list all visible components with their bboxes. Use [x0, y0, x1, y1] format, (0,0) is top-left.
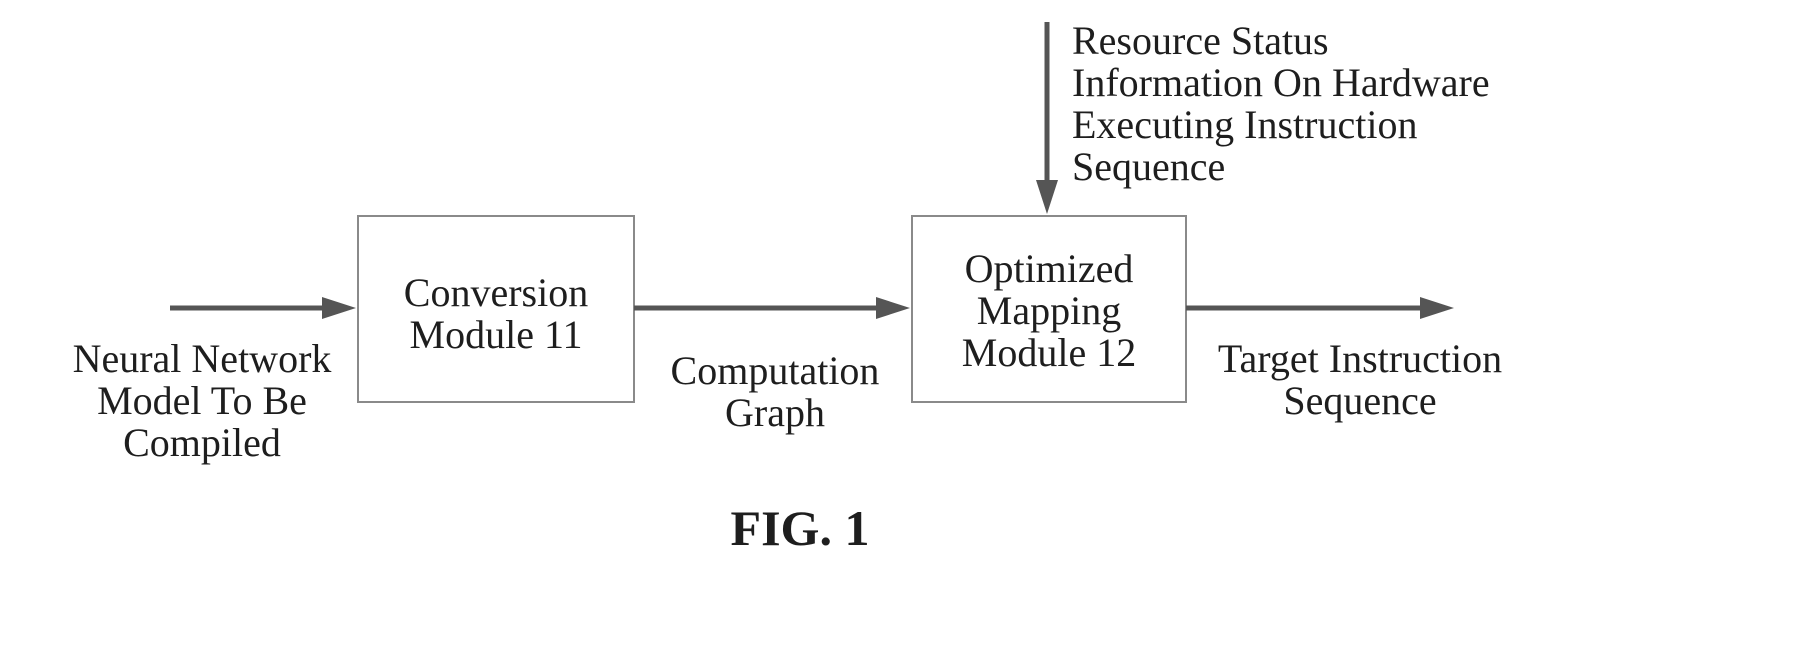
computation-graph-arrowhead [876, 297, 910, 319]
input-label: Neural Network Model To Be Compiled [52, 338, 352, 464]
resource-status-line-2: Information On Hardware [1072, 62, 1490, 104]
conversion-module-line-2: Module 11 [386, 314, 606, 356]
resource-status-line-3: Executing Instruction [1072, 104, 1490, 146]
output-label-line-1: Target Instruction [1200, 338, 1520, 380]
input-arrowhead [322, 297, 356, 319]
mapping-module-line-1: Optimized [939, 248, 1159, 290]
mapping-module-line-2: Mapping [939, 290, 1159, 332]
mapping-module-line-3: Module 12 [939, 332, 1159, 374]
input-label-line-1: Neural Network [52, 338, 352, 380]
conversion-module-text: Conversion Module 11 [386, 272, 606, 356]
input-label-line-3: Compiled [52, 422, 352, 464]
input-label-line-2: Model To Be [52, 380, 352, 422]
mapping-module-text: Optimized Mapping Module 12 [939, 248, 1159, 374]
figure-caption: FIG. 1 [690, 500, 910, 556]
computation-graph-line-2: Graph [650, 392, 900, 434]
resource-status-line-1: Resource Status [1072, 20, 1490, 62]
conversion-module-line-1: Conversion [386, 272, 606, 314]
computation-graph-line-1: Computation [650, 350, 900, 392]
resource-status-label: Resource Status Information On Hardware … [1072, 20, 1490, 188]
computation-graph-label: Computation Graph [650, 350, 900, 434]
resource-status-arrowhead [1036, 180, 1058, 214]
output-label-line-2: Sequence [1200, 380, 1520, 422]
resource-status-line-4: Sequence [1072, 146, 1490, 188]
output-arrowhead [1420, 297, 1454, 319]
output-label: Target Instruction Sequence [1200, 338, 1520, 422]
